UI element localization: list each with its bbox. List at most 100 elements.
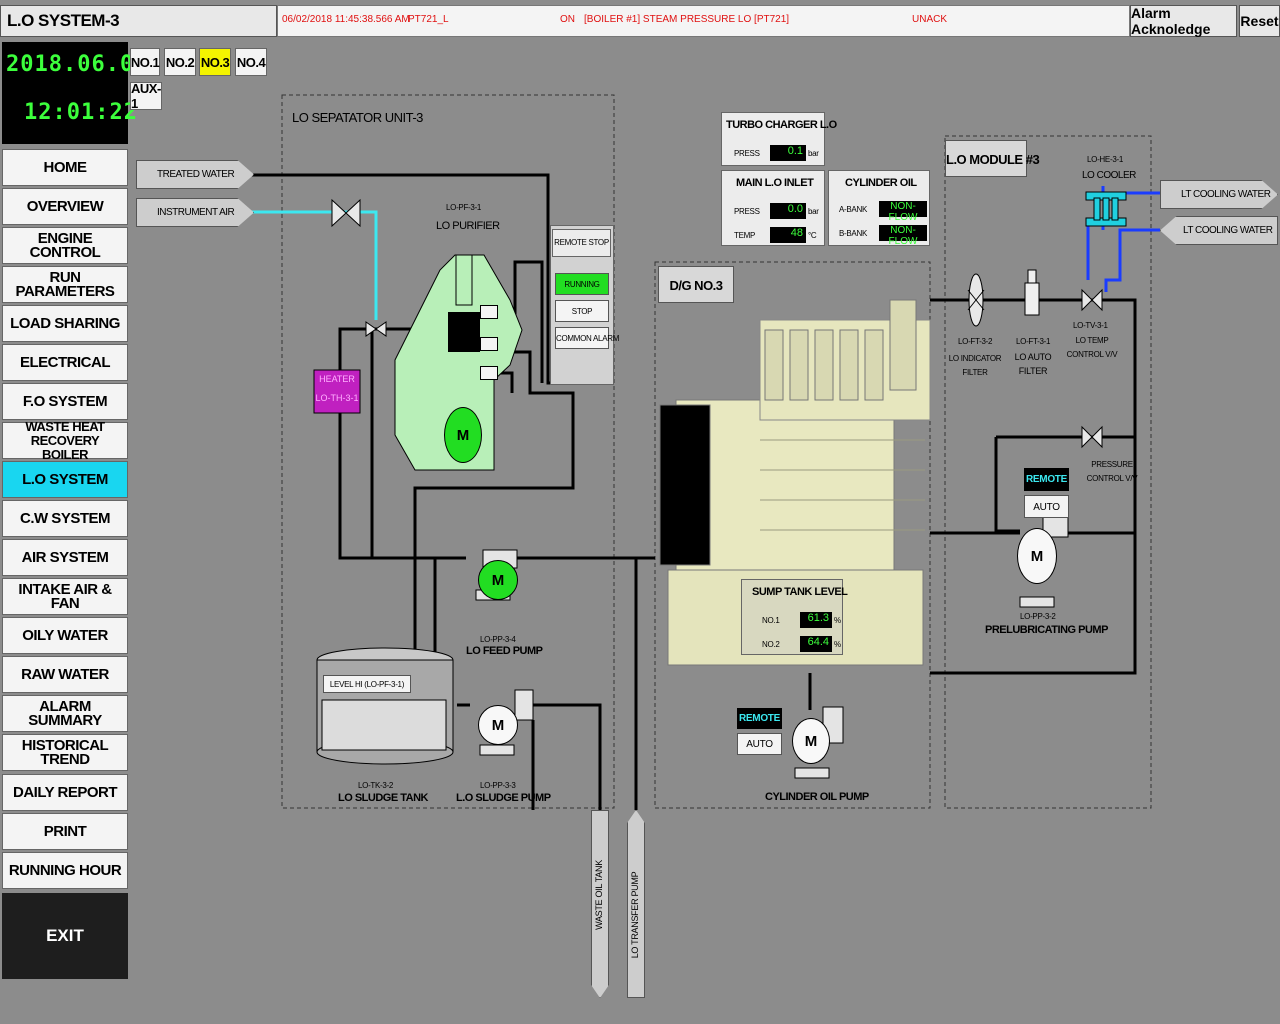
cyl-pump-auto-button[interactable]: AUTO — [737, 733, 782, 755]
waste-oil-tank-arrow — [591, 810, 609, 998]
auto-filter-symbol — [1024, 269, 1040, 316]
indicator-filter-symbol — [967, 273, 985, 327]
unit-button-no1[interactable]: NO.1 — [130, 48, 160, 76]
prelub-pump-tag: LO-PP-3-2 — [1020, 612, 1056, 621]
purifier-motor[interactable]: M — [444, 407, 482, 463]
nav-alarm-summary[interactable]: ALARM SUMMARY — [2, 695, 128, 732]
prelubricating-pump-motor[interactable]: M — [1017, 528, 1057, 584]
nav-waste-heat-recovery-boiler[interactable]: WASTE HEAT RECOVERY BOILER — [2, 419, 128, 461]
purifier-motor-label: M — [456, 426, 470, 444]
dg-title: D/G NO.3 — [658, 266, 734, 303]
nav-fo-system[interactable]: F.O SYSTEM — [2, 383, 128, 420]
nav-historical-trend[interactable]: HISTORICAL TREND — [2, 734, 128, 771]
cylinder-oil-b-label: B-BANK — [839, 229, 867, 238]
sludge-pump-name: L.O SLUDGE PUMP — [456, 792, 551, 804]
cyl-pump-remote-indicator[interactable]: REMOTE — [737, 708, 782, 729]
sludge-tank-name: LO SLUDGE TANK — [338, 792, 428, 804]
unit-button-aux1[interactable]: AUX-1 — [130, 81, 162, 111]
lt-cooling-water-out-arrow: LT COOLING WATER — [1160, 180, 1278, 209]
prelub-remote-indicator[interactable]: REMOTE — [1024, 468, 1069, 491]
alarm-ack-state: UNACK — [912, 14, 948, 25]
alarm-tag: PT721_L — [408, 14, 449, 25]
feed-pump-name: LO FEED PUMP — [466, 645, 543, 657]
main-inlet-temp-label: TEMP — [734, 231, 756, 240]
nav-lo-system[interactable]: L.O SYSTEM — [2, 461, 128, 498]
sump-no2-value: 64.4 — [800, 636, 832, 652]
engine-ribs — [760, 439, 925, 531]
prelub-pump-name: PRELUBRICATING PUMP — [985, 624, 1108, 636]
sump-no1-value: 61.3 — [800, 612, 832, 628]
common-alarm-indicator: COMMON ALARM — [555, 327, 619, 349]
alarm-message: [BOILER #1] STEAM PRESSURE LO [PT721] — [584, 14, 790, 25]
purifier-nozzle-2 — [480, 337, 498, 351]
window-title: L.O SYSTEM-3 — [7, 11, 120, 30]
sump-no2-unit: % — [834, 640, 841, 649]
lo-module-frame — [944, 135, 1152, 809]
sump-tank-level-panel: SUMP TANK LEVEL NO.1 61.3 % NO.2 64.4 % — [741, 579, 848, 655]
heater-label-box[interactable]: HEATER LO-TH-3-1 — [314, 370, 360, 413]
indicator-filter-tag: LO-FT-3-2 — [958, 337, 993, 346]
alarm-acknowledge-button[interactable]: Alarm Acknoledge — [1130, 5, 1237, 37]
alarm-banner[interactable]: 06/02/2018 11:45:38.566 AM PT721_L ON [B… — [277, 5, 1130, 37]
sludge-pump-motor-label: M — [491, 716, 505, 734]
nav-home[interactable]: HOME — [2, 149, 128, 186]
nav-electrical[interactable]: ELECTRICAL — [2, 344, 128, 381]
nav-oily-water[interactable]: OILY WATER — [2, 617, 128, 654]
nav-raw-water[interactable]: RAW WATER — [2, 656, 128, 693]
nav-overview[interactable]: OVERVIEW — [2, 188, 128, 225]
sump-no1-label: NO.1 — [762, 616, 780, 625]
nav-air-system[interactable]: AIR SYSTEM — [2, 539, 128, 576]
feed-pump-motor-label: M — [491, 571, 505, 589]
separator-unit-title: LO SEPATATOR UNIT-3 — [292, 110, 423, 125]
main-lo-inlet-panel: MAIN L.O INLET PRESS 0.0 bar TEMP 48 °C — [721, 170, 825, 246]
indicator-filter-name: LO INDICATOR FILTER — [948, 354, 1002, 377]
purifier-nozzle-3 — [480, 366, 498, 380]
nav-running-hour[interactable]: RUNNING HOUR — [2, 852, 128, 889]
lo-feed-pump-motor[interactable]: M — [478, 560, 518, 600]
feed-pump-tag: LO-PP-3-4 — [480, 635, 516, 644]
nav-intake-air-fan[interactable]: INTAKE AIR & FAN — [2, 578, 128, 615]
pressure-control-valve-name: PRESSURE CONTROL V/V — [1086, 460, 1138, 483]
prelub-motor-label: M — [1030, 547, 1044, 565]
nav-load-sharing[interactable]: LOAD SHARING — [2, 305, 128, 342]
nav-daily-report[interactable]: DAILY REPORT — [2, 774, 128, 811]
separator-unit-frame — [281, 94, 615, 809]
sludge-pump-motor[interactable]: M — [478, 705, 518, 745]
turbo-charger-panel: TURBO CHARGER L.O PRESS 0.1 bar — [721, 112, 837, 166]
reset-button[interactable]: Reset — [1239, 5, 1280, 37]
unit-button-no2[interactable]: NO.2 — [164, 48, 196, 76]
nav-run-parameters[interactable]: RUN PARAMETERS — [2, 266, 128, 303]
lt-water-in-label: LT COOLING WATER — [1183, 225, 1273, 236]
heater-box — [313, 369, 361, 414]
sump-no2-label: NO.2 — [762, 640, 780, 649]
window-title-bar: L.O SYSTEM-3 — [0, 5, 277, 37]
cylinder-oil-pump-motor[interactable]: M — [792, 718, 830, 764]
main-inlet-press-label: PRESS — [734, 207, 760, 216]
sump-no1-unit: % — [834, 616, 841, 625]
lo-cooler-tag: LO-HE-3-1 — [1087, 155, 1123, 164]
main-inlet-press-value: 0.0 — [770, 203, 806, 219]
instrument-air-line — [250, 210, 378, 320]
heater-name: HEATER — [319, 374, 355, 384]
prelub-auto-button[interactable]: AUTO — [1024, 495, 1069, 518]
unit-button-no4[interactable]: NO.4 — [235, 48, 267, 76]
turbo-press-label: PRESS — [734, 149, 760, 158]
unit-button-no3[interactable]: NO.3 — [199, 48, 231, 76]
stop-indicator: STOP — [555, 300, 609, 322]
exit-button[interactable]: EXIT — [2, 893, 128, 979]
running-indicator: RUNNING — [555, 273, 609, 295]
lt-cooling-water-in-arrow: LT COOLING WATER — [1160, 216, 1278, 245]
nav-engine-control[interactable]: ENGINE CONTROL — [2, 227, 128, 264]
temp-control-valve-tag: LO-TV-3-1 — [1073, 321, 1108, 330]
cylinder-oil-pump-name: CYLINDER OIL PUMP — [765, 791, 869, 803]
purifier-bowl — [448, 312, 480, 352]
purifier-nozzle-1 — [480, 305, 498, 319]
nav-print[interactable]: PRINT — [2, 813, 128, 850]
clock-time: 12:01:22 — [24, 100, 138, 125]
level-hi-indicator: LEVEL HI (LO-PF-3-1) — [323, 675, 411, 693]
nav-cw-system[interactable]: C.W SYSTEM — [2, 500, 128, 537]
lo-module-title: L.O MODULE #3 — [945, 140, 1040, 177]
sump-title: SUMP TANK LEVEL — [752, 586, 848, 598]
temp-control-valve-symbol — [1081, 288, 1103, 312]
remote-stop-button[interactable]: REMOTE STOP — [552, 229, 611, 257]
